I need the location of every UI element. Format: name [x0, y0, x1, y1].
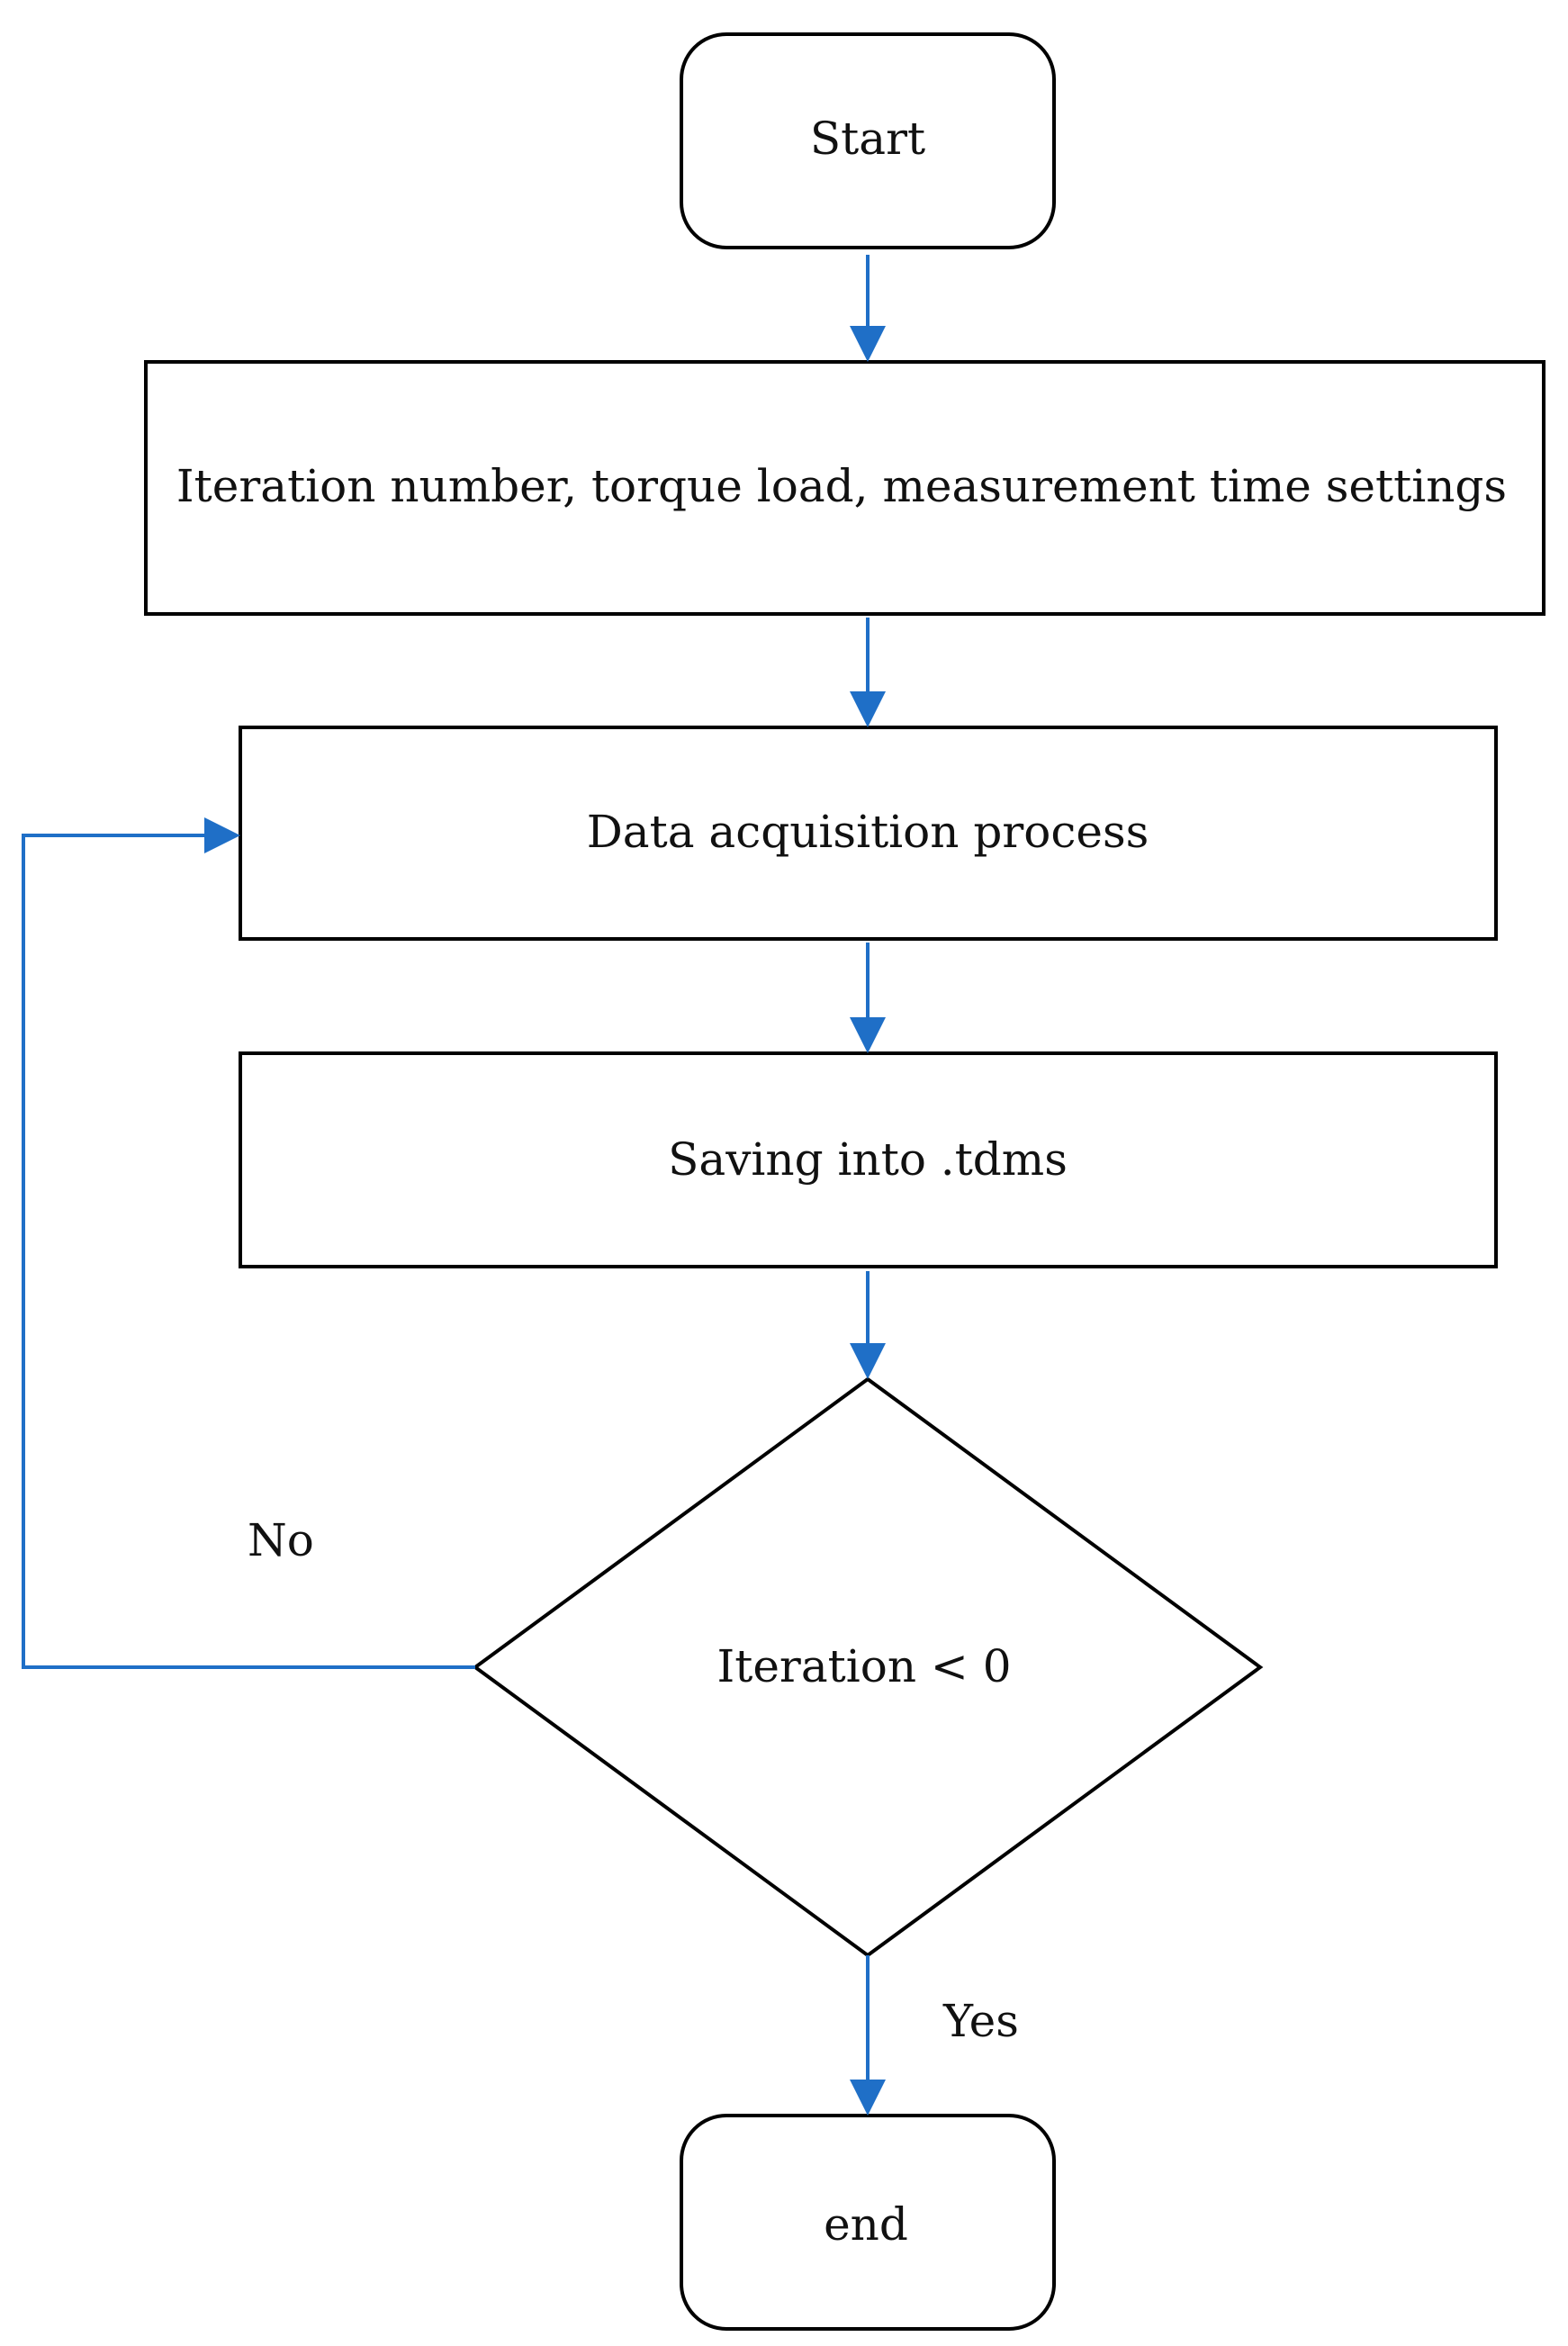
arrow-decision-loop-no [22, 817, 475, 1669]
saving-label: Saving into .tdms [668, 1133, 1068, 1186]
acquisition-label: Data acquisition process [587, 806, 1149, 858]
end-terminal-shape [680, 2114, 1056, 2331]
acquisition-process-box [239, 726, 1498, 941]
saving-process-box [239, 1051, 1498, 1268]
no-edge-label: No [248, 1514, 314, 1566]
settings-node: Iteration number, torque load, measureme… [144, 360, 1545, 616]
settings-label: Iteration number, torque load, measureme… [176, 460, 1507, 512]
settings-process-box [144, 360, 1545, 616]
saving-node: Saving into .tdms [239, 1051, 1498, 1268]
decision-label: Iteration < 0 [716, 1640, 1011, 1692]
yes-edge-label: Yes [942, 1995, 1019, 2047]
acquisition-node: Data acquisition process [239, 726, 1498, 941]
start-terminal-shape [680, 32, 1056, 249]
decision-node: Iteration < 0 [472, 1376, 1264, 1958]
start-node: Start [680, 32, 1056, 249]
end-node: end [680, 2114, 1056, 2331]
start-label: Start [810, 113, 925, 165]
end-label: end [824, 2198, 908, 2251]
